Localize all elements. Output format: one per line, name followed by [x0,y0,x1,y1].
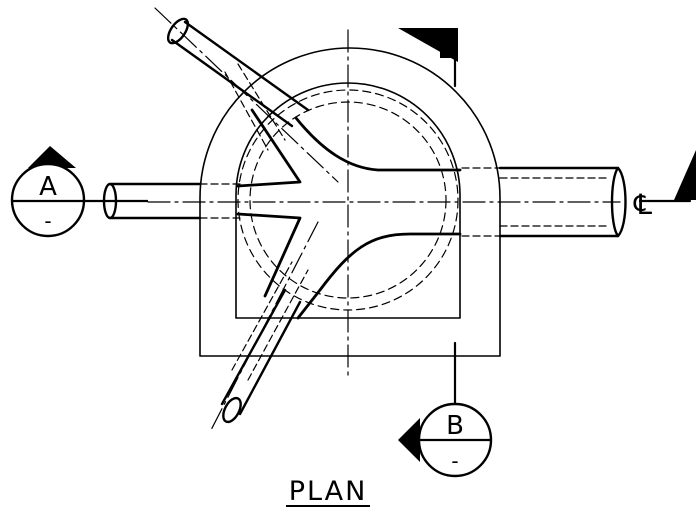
section-a-marker: A - [10,146,148,238]
top-section-marker-bar [440,28,458,58]
pipe-right [461,166,627,238]
chamber-outer-wall [199,47,501,357]
centerline-symbol: ℄ [633,188,652,221]
chamber-inner-wall [235,82,461,319]
chamber-centerlines [147,7,621,433]
section-a-sheet: - [44,209,51,233]
section-a-letter: A [39,172,57,202]
right-section-marker-arrow [674,150,696,200]
plan-title: PLAN [286,476,370,507]
benching-channels [236,108,462,320]
riser-hidden-circles [237,89,459,311]
section-b-marker: B - [398,402,493,478]
plan-title-text: PLAN [289,476,368,507]
pipe-upper-left [166,17,310,151]
pipe-lower-left [220,261,309,424]
section-b-letter: B [446,411,464,441]
section-b-sheet: - [451,449,458,473]
